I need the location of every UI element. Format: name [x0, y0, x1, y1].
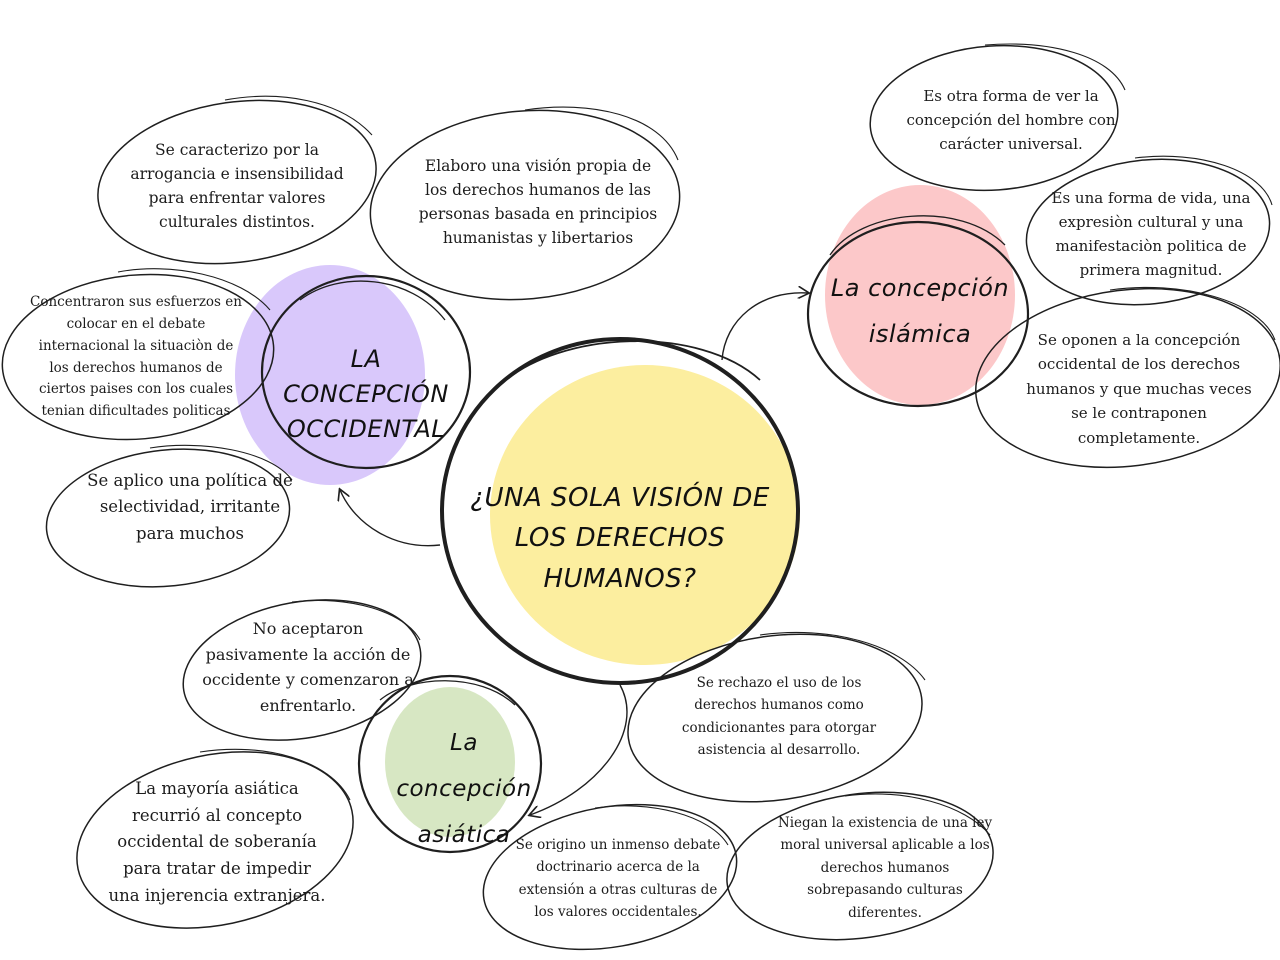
- occidental-note-1: Se caracterizo por la arrogancia e insen…: [130, 141, 344, 232]
- occ-note-1-shape: [97, 99, 377, 265]
- color-blobs: [235, 185, 1015, 837]
- asiatica-blob: [385, 687, 515, 837]
- islamica-blob: [825, 185, 1015, 405]
- occidental-circle: [260, 274, 472, 470]
- arrow-to-islamica: [721, 293, 808, 361]
- islamica-note-3: Se oponen a la concepción occidental de …: [1026, 331, 1252, 447]
- asiatica-note-4: Se origino un inmenso debate doctrinario…: [515, 837, 721, 921]
- center-circle-sketch: [499, 340, 761, 386]
- center-blob: [490, 365, 800, 665]
- islamica-note-1: Es otra forma de ver la concepción del h…: [906, 87, 1116, 153]
- occidental-note-2: Elaboro una visión propia de los derecho…: [418, 157, 658, 248]
- occidental-circle-sketch: [299, 280, 446, 321]
- arrow-to-occidental: [340, 490, 441, 547]
- isl-note-2-shape: [1025, 158, 1271, 306]
- asi-note-3-shape: [627, 633, 923, 803]
- asi-note-1-shape: [182, 599, 422, 741]
- occ-note-2-shape: [369, 109, 681, 301]
- isl-note-1-shape: [869, 44, 1119, 192]
- occidental-note-4: Se aplico una política de selectividad, …: [87, 471, 293, 543]
- center-title: ¿UNA SOLA VISIÓN DE LOS DERECHOS HUMANOS…: [470, 483, 770, 594]
- asi-note-2-shape: [76, 751, 354, 929]
- asiatica-circle-sketch: [379, 680, 516, 706]
- occidental-note-3: Concentraron sus esfuerzos en colocar en…: [30, 294, 242, 420]
- asiatica-title: La concepción asiática: [396, 730, 532, 848]
- islamica-circle: [806, 220, 1030, 408]
- arrow-to-asiatica: [530, 684, 628, 815]
- center-circle: [440, 337, 800, 685]
- main-circles: [260, 215, 1030, 854]
- islamica-circle-sketch: [829, 215, 1006, 256]
- occ-note-4-shape: [45, 448, 291, 588]
- asiatica-circle: [357, 674, 543, 854]
- connectors: [340, 293, 808, 815]
- asiatica-note-2: La mayoría asiática recurrió al concepto…: [108, 779, 326, 905]
- occidental-title: LA CONCEPCIÓN OCCIDENTAL: [283, 345, 449, 443]
- islamica-title: La concepción islámica: [830, 274, 1010, 348]
- islamica-note-2: Es una forma de vida, una expresiòn cult…: [1051, 189, 1251, 279]
- asi-note-5-shape: [726, 791, 994, 941]
- asiatica-note-5: Niegan la existencia de una ley moral un…: [777, 815, 993, 921]
- asiatica-note-1: No aceptaron pasivamente la acción de oc…: [202, 619, 414, 715]
- asiatica-note-3: Se rechazo el uso de los derechos humano…: [681, 675, 877, 758]
- occ-note-3-shape: [1, 273, 275, 441]
